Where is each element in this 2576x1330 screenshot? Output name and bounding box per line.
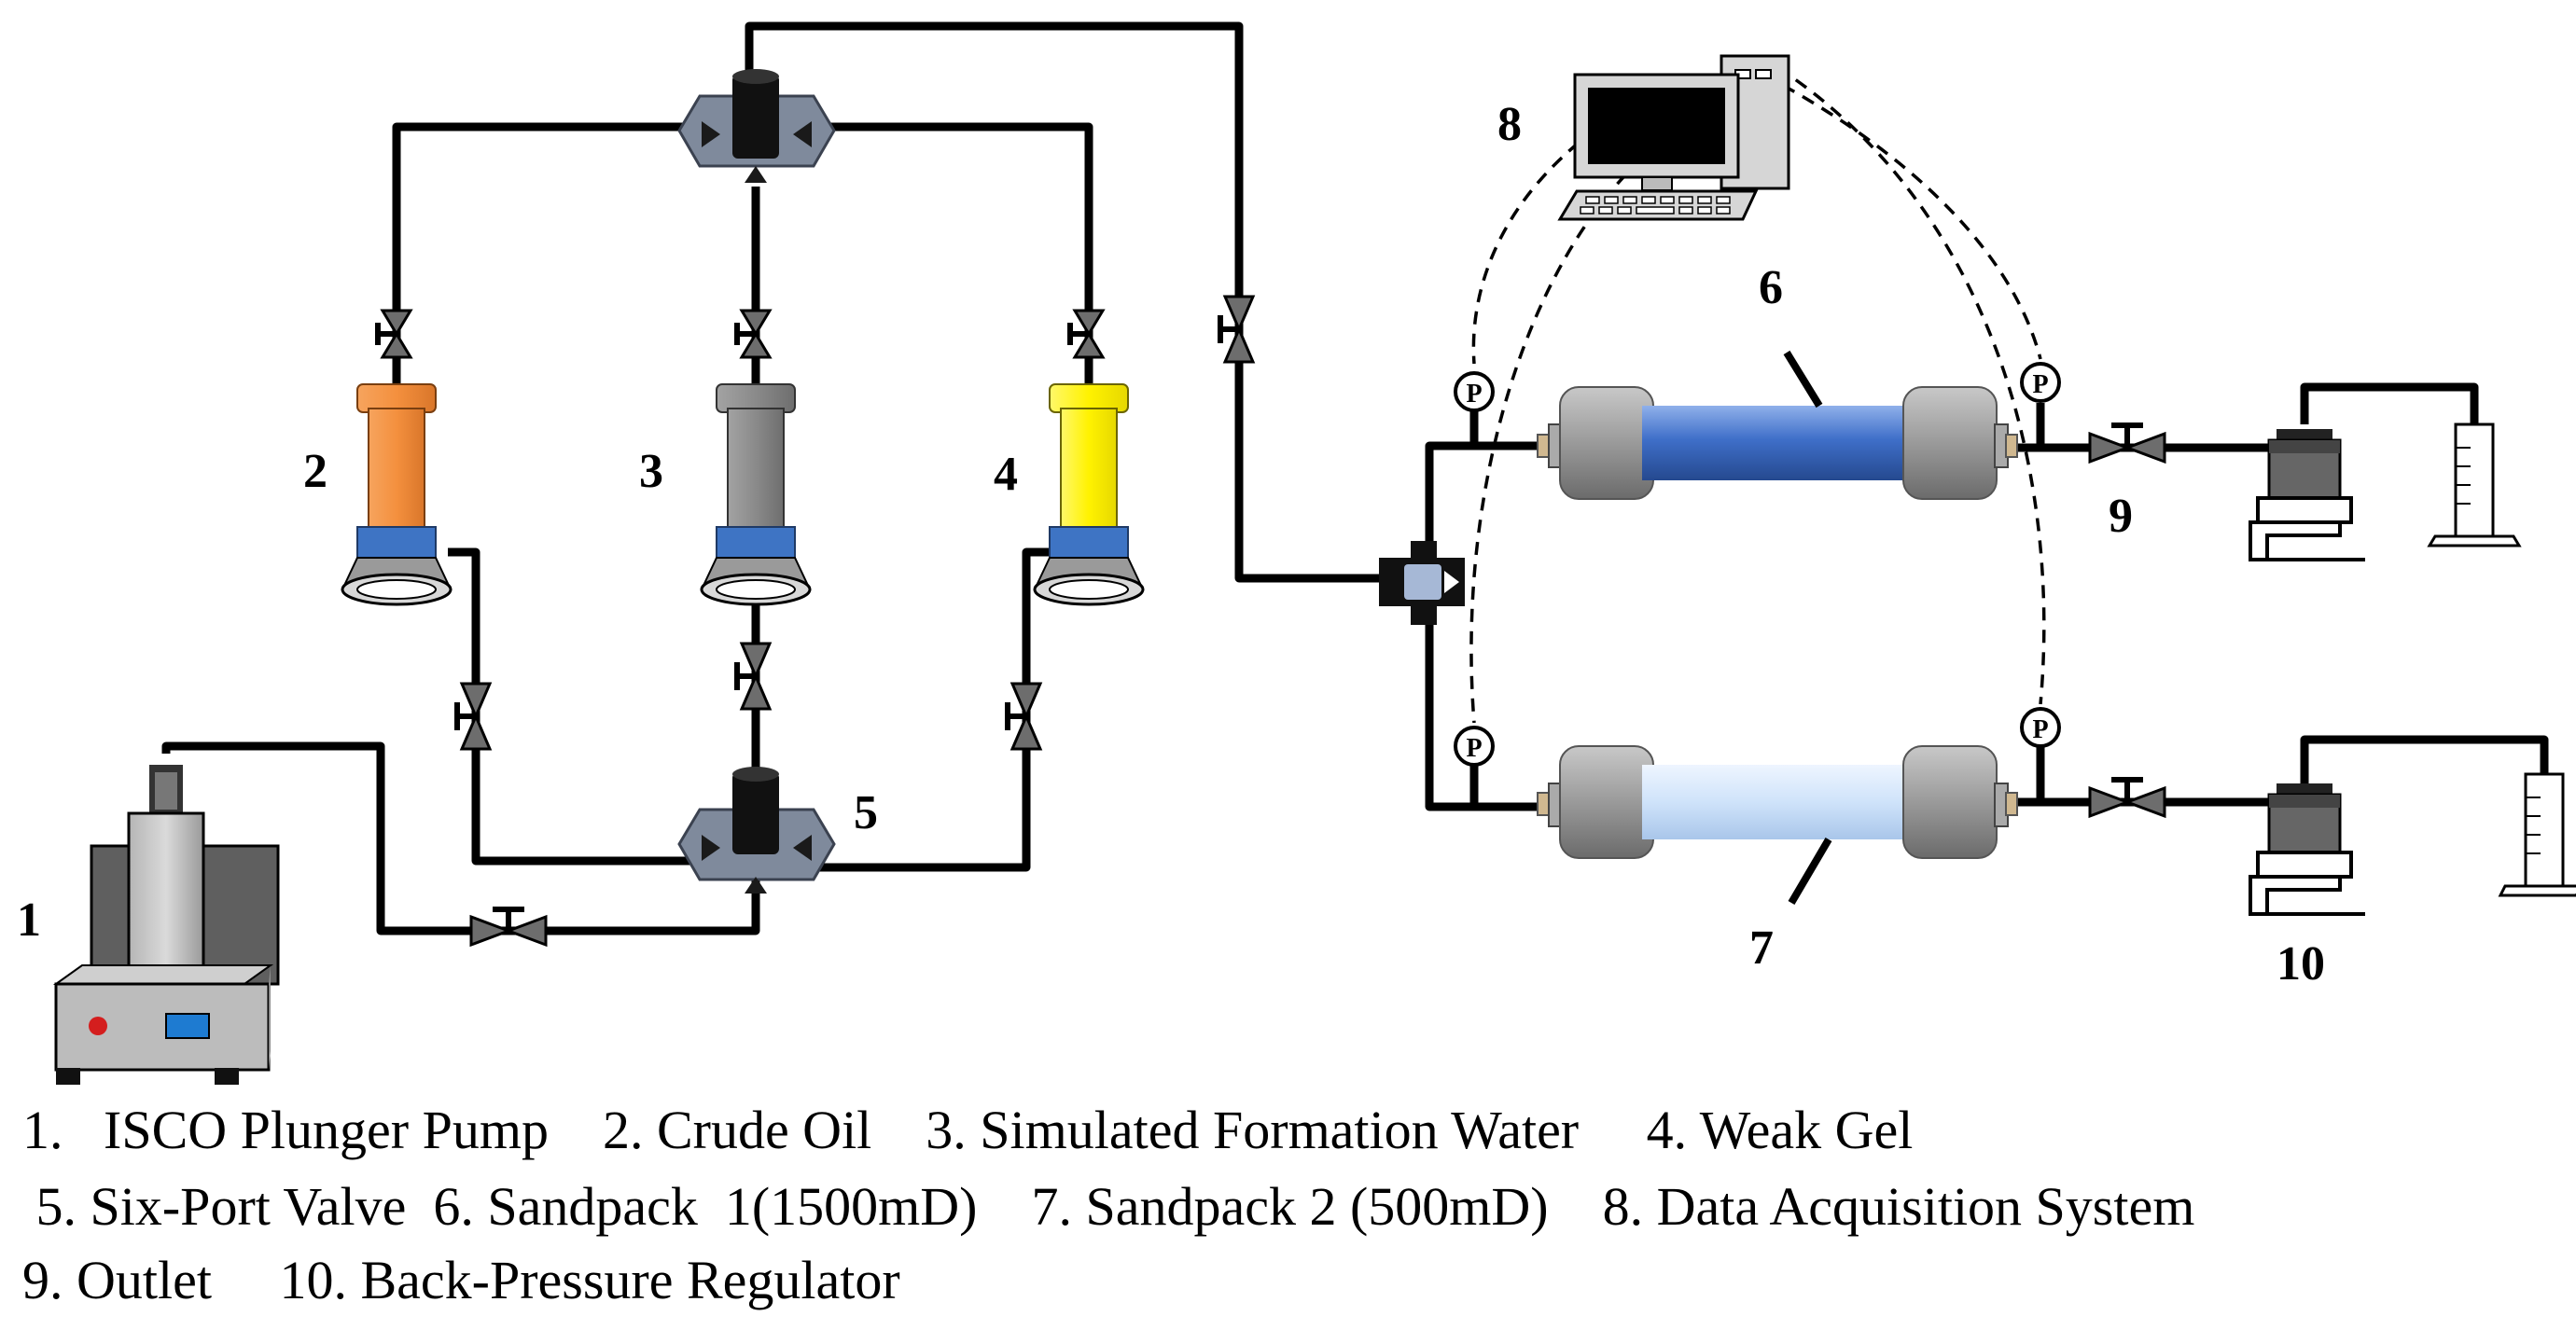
pipe-sixport-to-sandpack-2 — [1425, 616, 1539, 811]
measuring-cylinder-1 — [2427, 423, 2522, 547]
label-10: 10 — [2277, 937, 2325, 991]
pressure-gauge-1: P — [1454, 371, 1495, 412]
label-1: 1 — [17, 894, 41, 947]
pipe-crude-oil-to-bottom-valve — [448, 547, 714, 866]
label-7: 7 — [1749, 921, 1774, 975]
signal-line-4 — [1776, 65, 2046, 705]
pipe-pump-to-bottom-valve — [161, 741, 760, 935]
label-2: 2 — [303, 445, 327, 498]
gauge-label: P — [2032, 715, 2048, 744]
outlet-valve-2 — [2088, 777, 2166, 819]
legend-line-1: 1. ISCO Plunger Pump 2. Crude Oil 3. Sim… — [22, 1100, 1914, 1160]
label-3: 3 — [639, 445, 663, 498]
pipe-top-to-sixport-right — [745, 21, 1381, 583]
pressure-gauge-4: P — [2020, 707, 2061, 748]
pipe-sixport-to-sandpack-1 — [1425, 441, 1539, 541]
valve-crude-oil-outlet — [454, 682, 493, 751]
crude-oil-container — [341, 383, 453, 606]
signal-line-3 — [1762, 73, 2042, 360]
data-acquisition-computer — [1557, 54, 1790, 221]
label-8: 8 — [1497, 98, 1522, 151]
signal-line-1 — [1471, 141, 1580, 365]
back-pressure-regulator-2 — [2249, 783, 2365, 916]
valve-crude-oil-inlet — [375, 309, 413, 359]
gauge-label: P — [1466, 380, 1482, 409]
component-numbers: 1 2 3 4 5 6 7 8 9 10 — [17, 98, 2325, 991]
back-pressure-regulator-1 — [2249, 429, 2365, 561]
valve-top-right-line — [1218, 295, 1256, 364]
six-port-valve-top — [677, 69, 836, 183]
pressure-gauges: P P P P — [1454, 362, 2061, 767]
pipe-top-valve-to-crude-oil — [392, 122, 709, 392]
label-9: 9 — [2109, 490, 2133, 543]
label-4: 4 — [994, 448, 1018, 501]
outlet-valve — [2088, 423, 2166, 464]
valve-gel-inlet — [1067, 309, 1106, 359]
gauge-label: P — [2032, 370, 2048, 399]
label-6: 6 — [1759, 261, 1783, 314]
formation-water-container — [700, 383, 812, 606]
gauge-label: P — [1466, 734, 1482, 763]
weak-gel-container — [1033, 383, 1145, 606]
pressure-gauge-2: P — [1454, 726, 1495, 767]
legend-line-2: 5. Six-Port Valve 6. Sandpack 1(1500mD) … — [22, 1176, 2195, 1237]
pipe-top-valve-to-gel — [802, 122, 1093, 392]
pipelines — [161, 21, 2549, 935]
valve-gel-outlet — [1005, 682, 1043, 751]
sandpack-1 — [1537, 350, 2018, 500]
valve-water-outlet — [734, 642, 773, 711]
sandpack-2 — [1537, 745, 2018, 906]
valve-water-inlet — [734, 309, 773, 359]
label-5: 5 — [854, 786, 878, 839]
measuring-cylinder-2 — [2498, 772, 2576, 897]
pressure-gauge-3: P — [2020, 362, 2061, 403]
six-port-valve-bottom — [677, 767, 836, 894]
isco-plunger-pump — [52, 765, 280, 1085]
needle-valves — [375, 295, 1256, 948]
six-port-valve-right — [1379, 541, 1465, 625]
legend-line-3: 9. Outlet 10. Back-Pressure Regulator — [22, 1250, 900, 1310]
valve-pump-outlet — [469, 907, 548, 948]
